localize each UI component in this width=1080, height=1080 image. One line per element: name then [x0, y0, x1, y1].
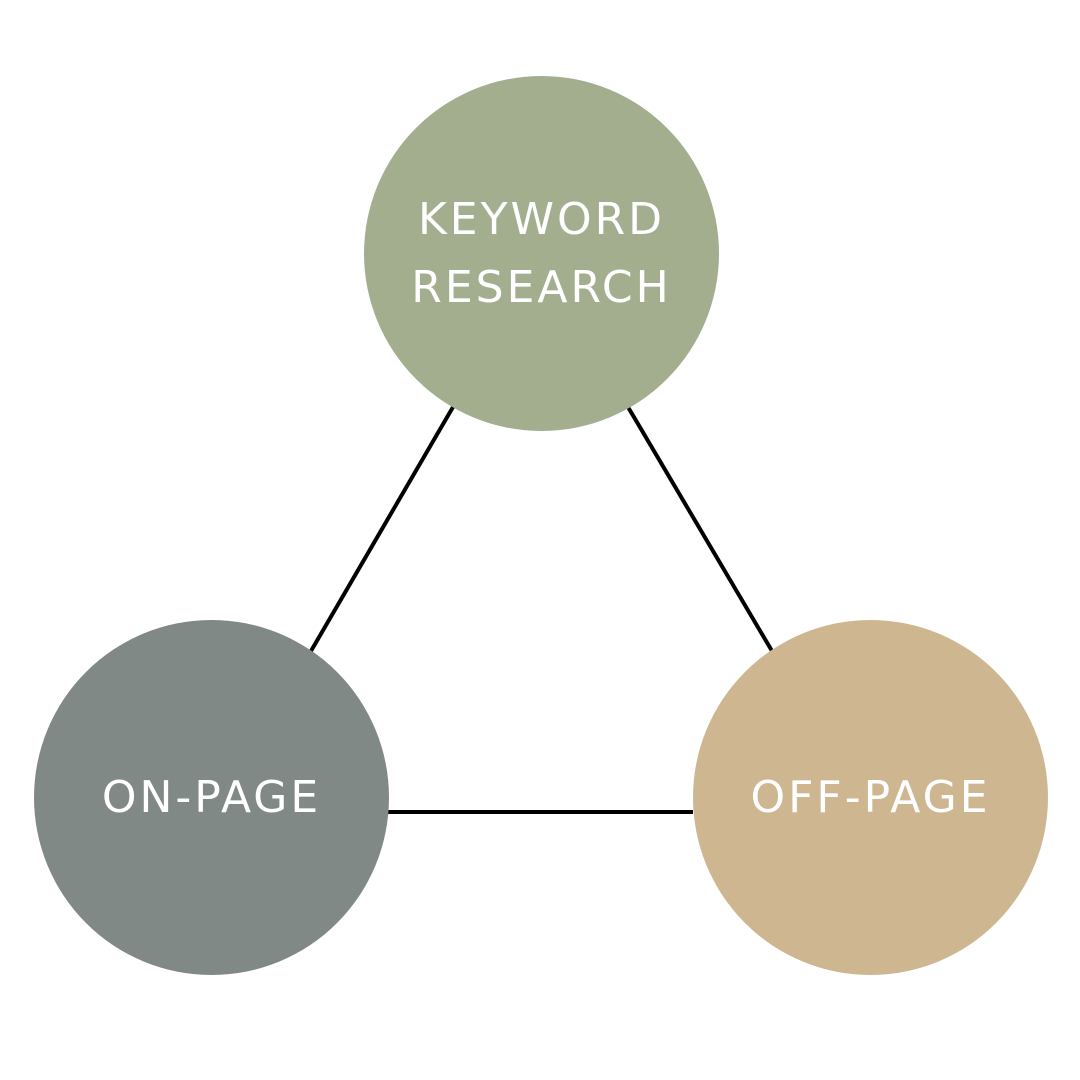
connector-keyword-to-offpage	[626, 405, 774, 653]
keyword-research-circle: KEYWORD RESEARCH	[364, 76, 719, 431]
off-page-circle: OFF-PAGE	[693, 620, 1048, 975]
keyword-research-label: KEYWORD RESEARCH	[411, 193, 672, 313]
connector-keyword-to-onpage	[309, 405, 455, 653]
on-page-circle: ON-PAGE	[34, 620, 389, 975]
off-page-label: OFF-PAGE	[750, 771, 991, 823]
on-page-label: ON-PAGE	[101, 771, 322, 823]
